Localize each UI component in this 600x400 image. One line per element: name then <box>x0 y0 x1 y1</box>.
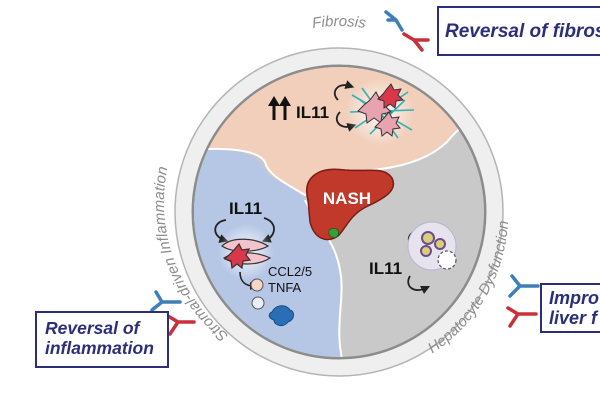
hepatocyte-il11-label: IL11 <box>369 259 402 278</box>
macrophage-icon <box>250 278 295 327</box>
fibrosis-il11-label: IL11 <box>296 103 329 122</box>
antibody-icon <box>150 290 196 336</box>
inflammation-reversal-callout: Reversal of inflammation <box>35 311 169 368</box>
callout-line: Reversal of fibrosis <box>445 21 600 42</box>
nash-label: NASH <box>323 189 371 208</box>
callout-line: inflammation <box>45 337 154 358</box>
fibrosis-reversal-callout: Reversal of fibrosis <box>437 6 600 56</box>
tnfa-label: TNFA <box>268 280 302 295</box>
callout-line: Reversal of <box>45 318 140 338</box>
inflammation-il11-label: IL11 <box>229 199 262 218</box>
fibrosis-title: Fibrosis <box>311 13 367 32</box>
antibody-icon <box>506 274 540 328</box>
ccl-label: CCL2/5 <box>268 264 312 279</box>
loop-arrow-icon <box>333 80 357 132</box>
liver-icon <box>306 168 395 241</box>
callout-line: Impro <box>549 288 600 308</box>
callout-line: liver f <box>549 308 598 329</box>
antibody-icon <box>384 10 430 52</box>
fibroblast-cell-icon <box>221 238 272 270</box>
up-arrows-icon <box>268 96 291 120</box>
inflammation-region <box>194 67 345 357</box>
hepatocyte-icon <box>407 221 457 271</box>
liver-function-callout: Impro liver f <box>540 283 600 333</box>
